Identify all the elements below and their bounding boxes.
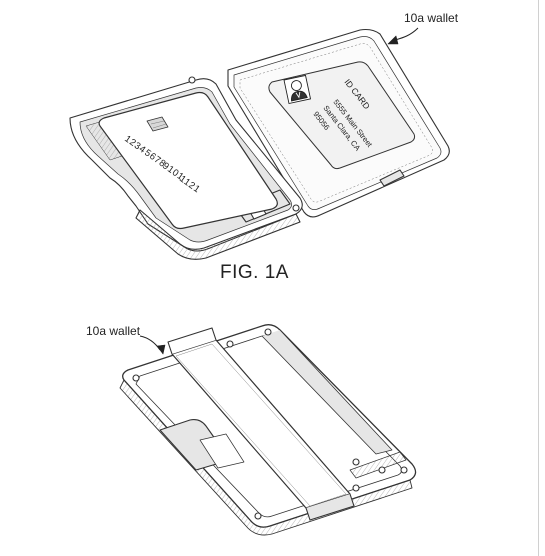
- callout-10a-wallet-top: 10a wallet: [404, 11, 459, 25]
- callout-leader-top: [394, 27, 419, 41]
- figure-caption-1a: FIG. 1A: [220, 262, 289, 283]
- id-portrait-icon: [283, 74, 312, 105]
- screw-6: [254, 512, 262, 520]
- screw-4: [352, 458, 360, 466]
- screw-2: [226, 340, 234, 348]
- figure-1a-drawing: [69, 27, 450, 260]
- card-chip: [146, 116, 169, 132]
- page-edge-rule: [538, 0, 539, 556]
- screw-3: [264, 328, 272, 336]
- callout-arrowhead-top: [387, 35, 399, 45]
- credit-card: [98, 91, 278, 230]
- screw-8: [400, 466, 408, 474]
- screw-5: [378, 466, 386, 474]
- callout-arrowhead-bottom: [156, 344, 166, 355]
- screw-1: [132, 374, 140, 382]
- elastic-band: [167, 327, 355, 521]
- screw-7: [352, 484, 360, 492]
- figure-1b-drawing: [119, 324, 417, 536]
- callout-10a-wallet-bottom: 10a wallet: [86, 324, 141, 338]
- callout-leader-bottom: [139, 335, 161, 351]
